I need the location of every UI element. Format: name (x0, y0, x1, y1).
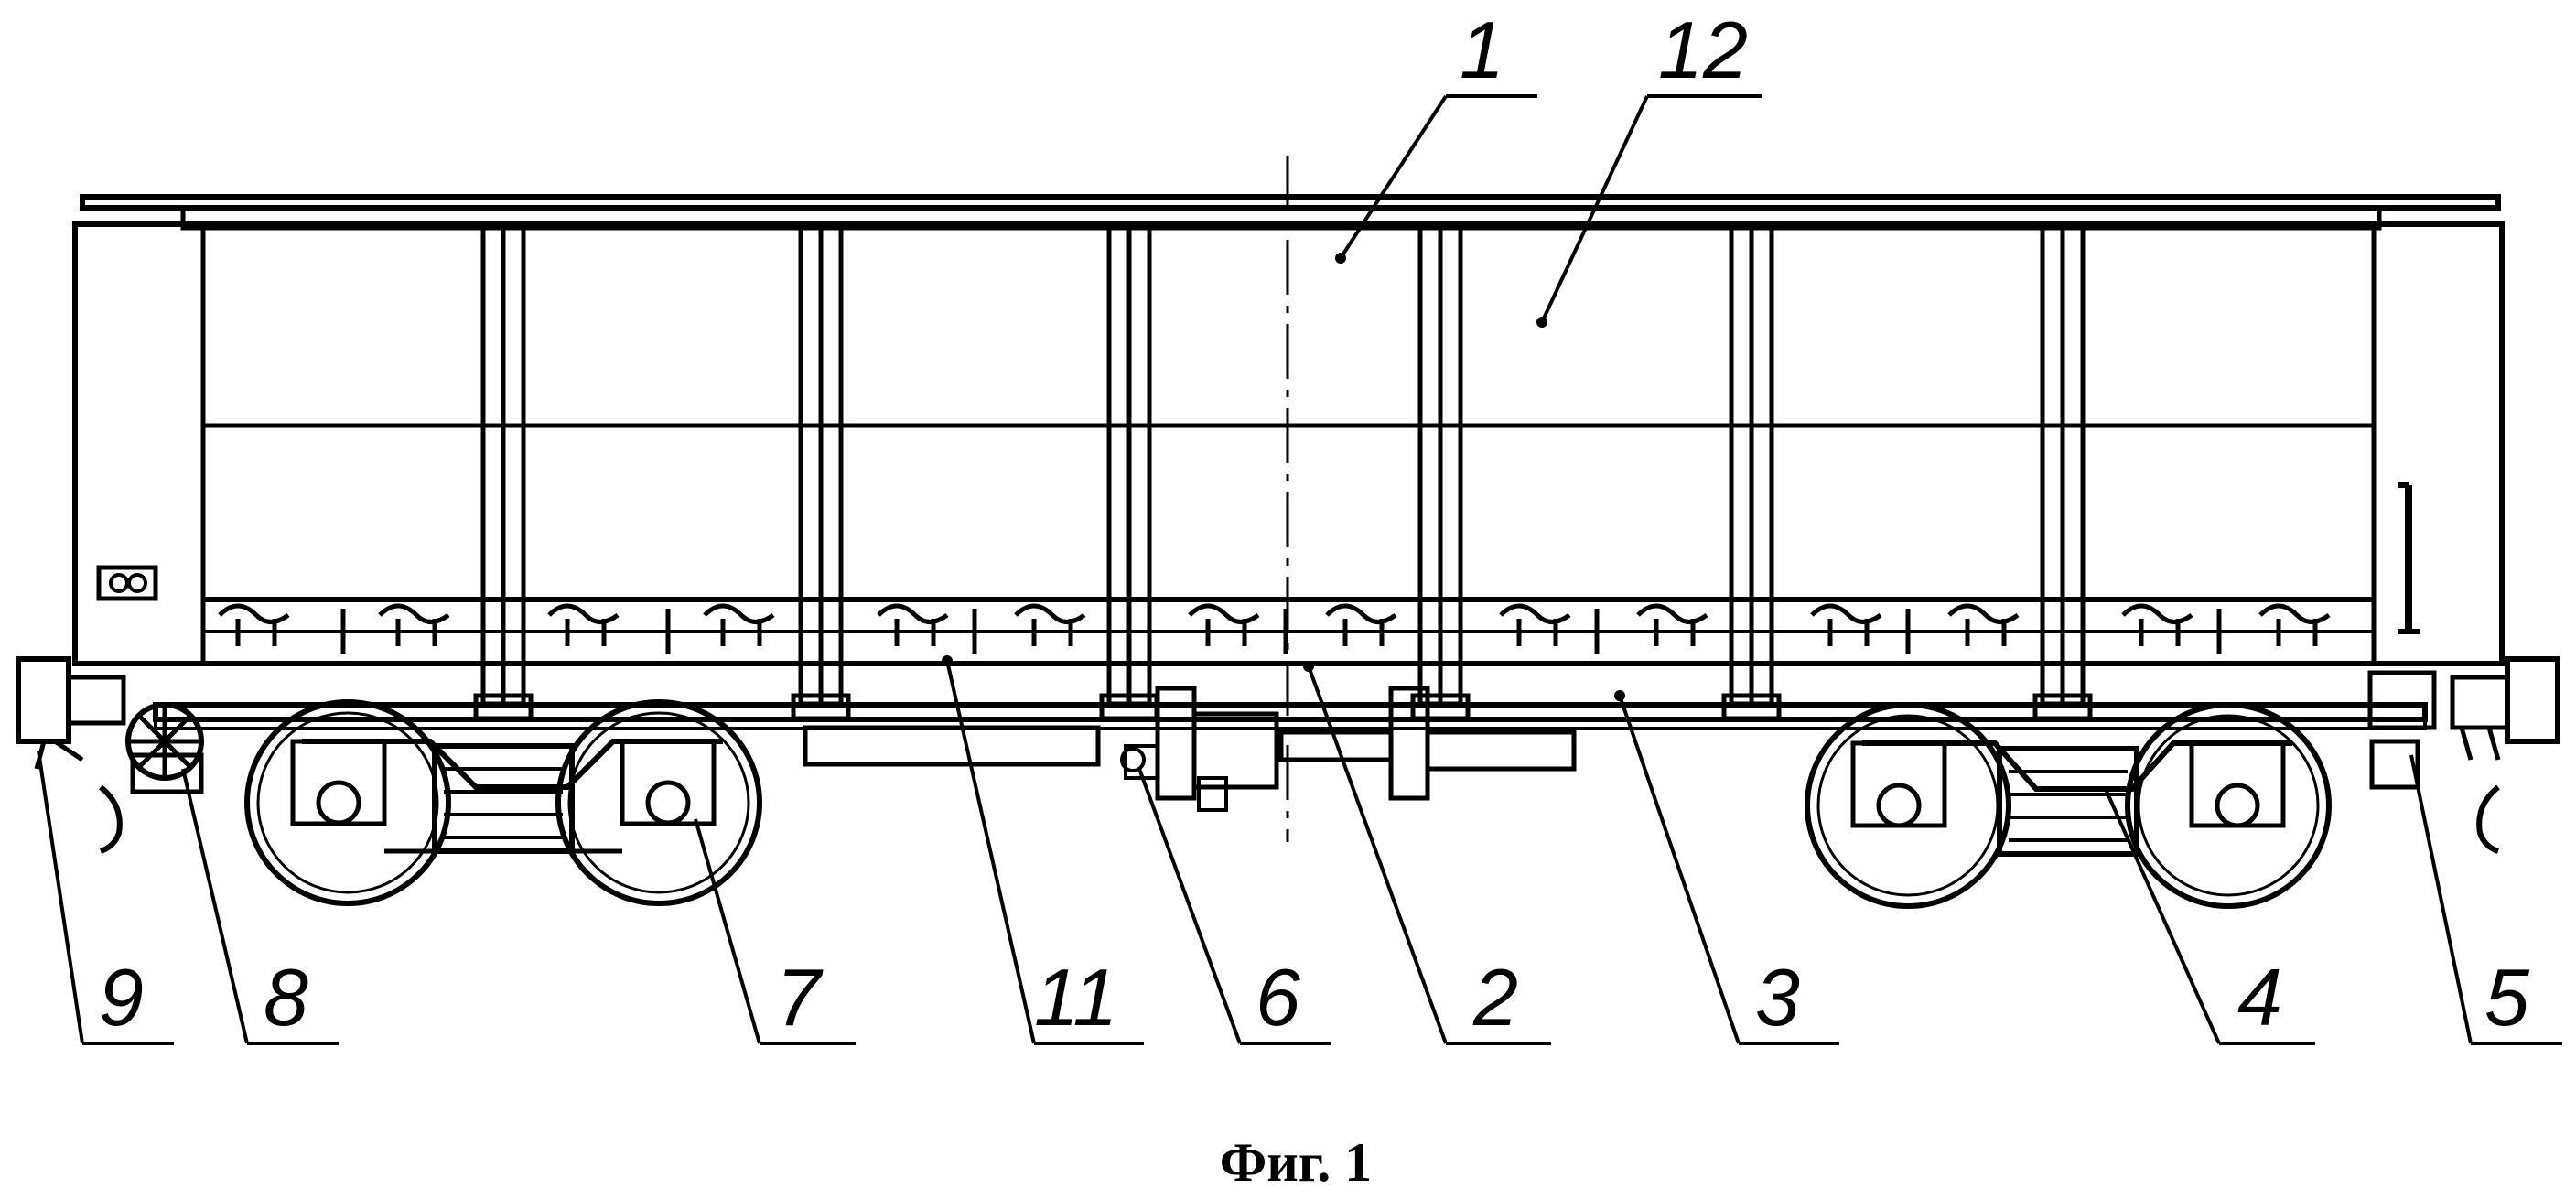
lock-pair (1499, 603, 1708, 654)
label-11: 11 (1034, 952, 1117, 1042)
label-2: 2 (1472, 952, 1518, 1042)
lock-pair (2121, 603, 2331, 654)
label-8: 8 (264, 952, 308, 1042)
label-6: 6 (1256, 952, 1300, 1042)
lock-pair (218, 603, 450, 654)
label-4: 4 (2237, 952, 2282, 1042)
lock-pair (877, 603, 1086, 654)
bogie-left (244, 699, 762, 906)
coupler-right (2367, 656, 2560, 854)
label-12: 12 (1658, 5, 1748, 95)
lock-pair (547, 603, 775, 654)
figure-caption: Фиг. 1 (1220, 1132, 1373, 1193)
callouts: 1 12 9 8 7 11 6 2 3 (37, 5, 2562, 1045)
label-5: 5 (2484, 952, 2530, 1042)
label-7: 7 (776, 952, 824, 1042)
label-3: 3 (1755, 952, 1800, 1042)
coupler-left (16, 656, 126, 854)
bogie-right (1805, 702, 2332, 909)
underframe (153, 686, 2428, 812)
hatch-lock-row (218, 603, 2331, 654)
lock-pair (1810, 603, 2020, 654)
hand-brake-wheel (125, 702, 204, 794)
label-1: 1 (1460, 5, 1504, 95)
lock-pair (1188, 603, 1397, 654)
label-9: 9 (99, 952, 144, 1042)
